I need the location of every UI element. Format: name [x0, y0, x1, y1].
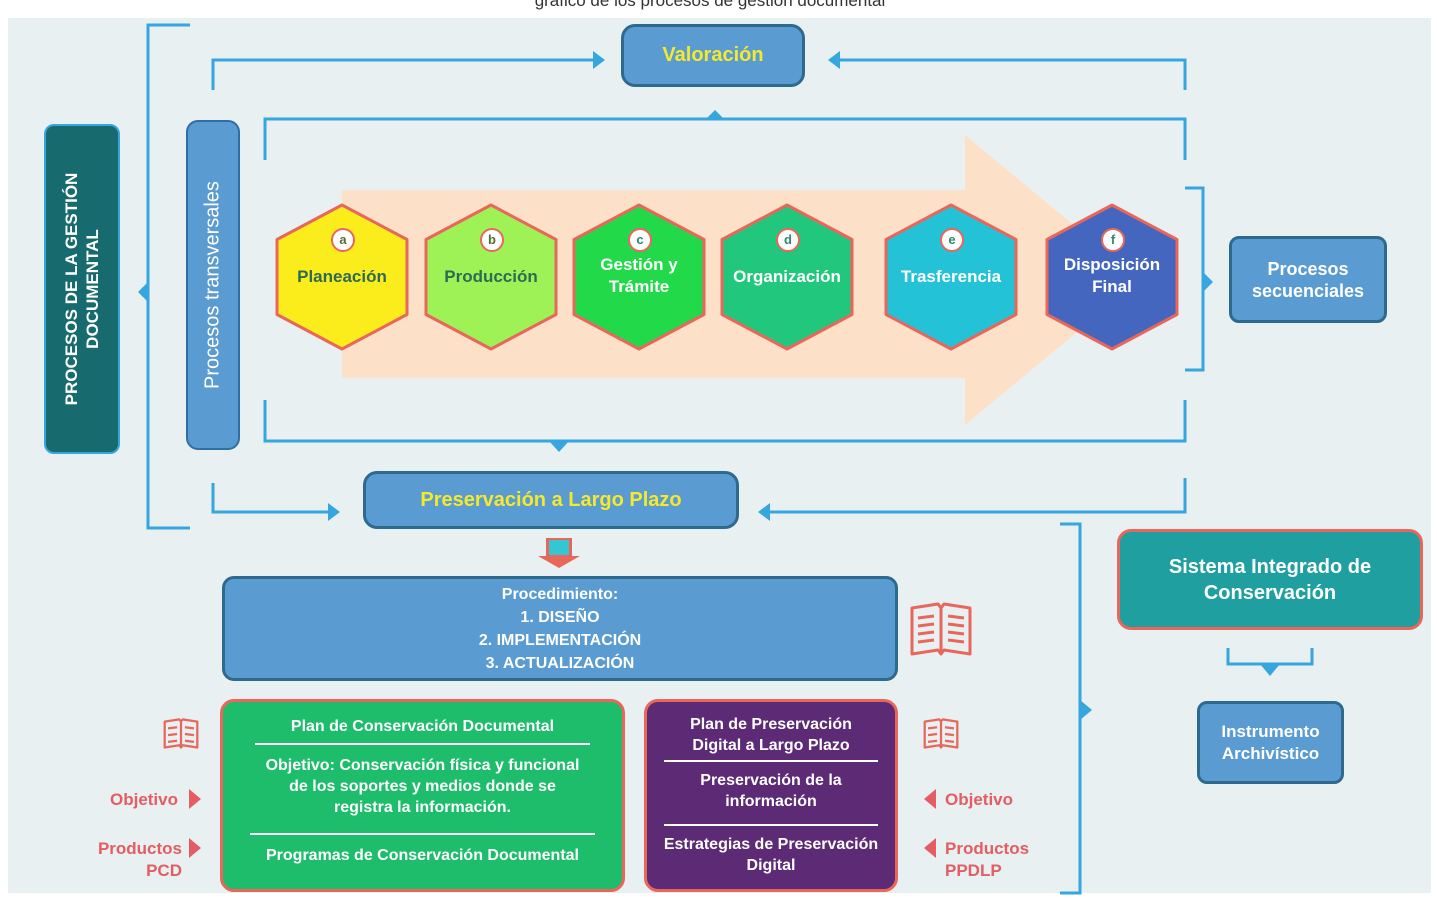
ppdlp-programs: Estrategias de Preservación Digital [663, 836, 879, 874]
sistema-integrado-box: Sistema Integrado de Conservación [1117, 529, 1423, 630]
divider [250, 833, 595, 835]
step-label: Producción [444, 267, 538, 286]
hexagon-shape [275, 203, 409, 351]
step-letter: c [628, 228, 652, 252]
step-label: Disposición Final [1063, 255, 1161, 296]
instrumento-box: Instrumento Archivístico [1197, 701, 1344, 784]
hexagon-shape [572, 203, 706, 351]
divider [664, 824, 878, 826]
procesos-transversales-bar: Procesos transversales [186, 120, 240, 450]
open-book-icon [910, 602, 972, 656]
step-label: Gestión y Trámite [600, 255, 678, 296]
pcd-title: Plan de Conservación Documental [290, 718, 555, 735]
divider [255, 743, 590, 745]
arrow-left-icon [924, 789, 936, 809]
objetivo-label-right: Objetivo [945, 790, 1014, 809]
step-label: Organización [733, 267, 841, 286]
arrow-left-icon [924, 838, 936, 858]
procedimiento-item: 2. IMPLEMENTACIÓN [478, 631, 642, 649]
procedimiento-item: 1. DISEÑO [520, 608, 600, 626]
valoracion-box: Valoración [621, 24, 805, 87]
divider [664, 760, 878, 762]
productos-label-left: Productos PCD [97, 839, 182, 880]
procesos-secuenciales-box: Procesos secuenciales [1229, 236, 1387, 323]
procedimiento-item: 3. ACTUALIZACIÓN [485, 654, 635, 672]
step-letter: f [1101, 228, 1125, 252]
ppdlp-title: Plan de Preservación Digital a Largo Pla… [690, 716, 852, 754]
hexagon-shape [1045, 203, 1179, 351]
ppdlp-objective: Preservación de la información [700, 772, 842, 810]
step-letter: e [940, 228, 964, 252]
small-book-icon-left [163, 718, 199, 749]
step-label: Planeación [297, 267, 387, 286]
procedimiento-box: Procedimiento: 1. DISEÑO 2. IMPLEMENTACI… [222, 576, 898, 681]
preservacion-box: Preservación a Largo Plazo [363, 471, 739, 529]
pcd-box: Plan de Conservación Documental Objetivo… [220, 699, 625, 892]
step-letter: d [776, 228, 800, 252]
header-caption: gráfico de los procesos de gestión docum… [534, 0, 886, 10]
pcd-objective: Objetivo: Conservación física y funciona… [265, 757, 580, 816]
ppdlp-box: Plan de Preservación Digital a Largo Pla… [644, 699, 898, 892]
hexagon-shape [424, 203, 558, 351]
step-letter: a [331, 228, 355, 252]
step-label: Trasferencia [900, 267, 1002, 286]
procedimiento-title: Procedimiento: [501, 585, 619, 603]
step-letter: b [480, 228, 504, 252]
arrow-right-icon [189, 789, 201, 809]
productos-label-right: Productos PPDLP [945, 839, 1030, 880]
objetivo-label-left: Objetivo [109, 790, 178, 809]
hexagon-shape [884, 203, 1018, 351]
small-book-icon-right [923, 718, 959, 749]
arrow-right-icon [189, 838, 201, 858]
pcd-programs: Programas de Conservación Documental [266, 847, 579, 864]
gestion-documental-label: PROCESOS DE LA GESTIÓN DOCUMENTAL [44, 124, 120, 454]
hexagon-shape [720, 203, 854, 351]
